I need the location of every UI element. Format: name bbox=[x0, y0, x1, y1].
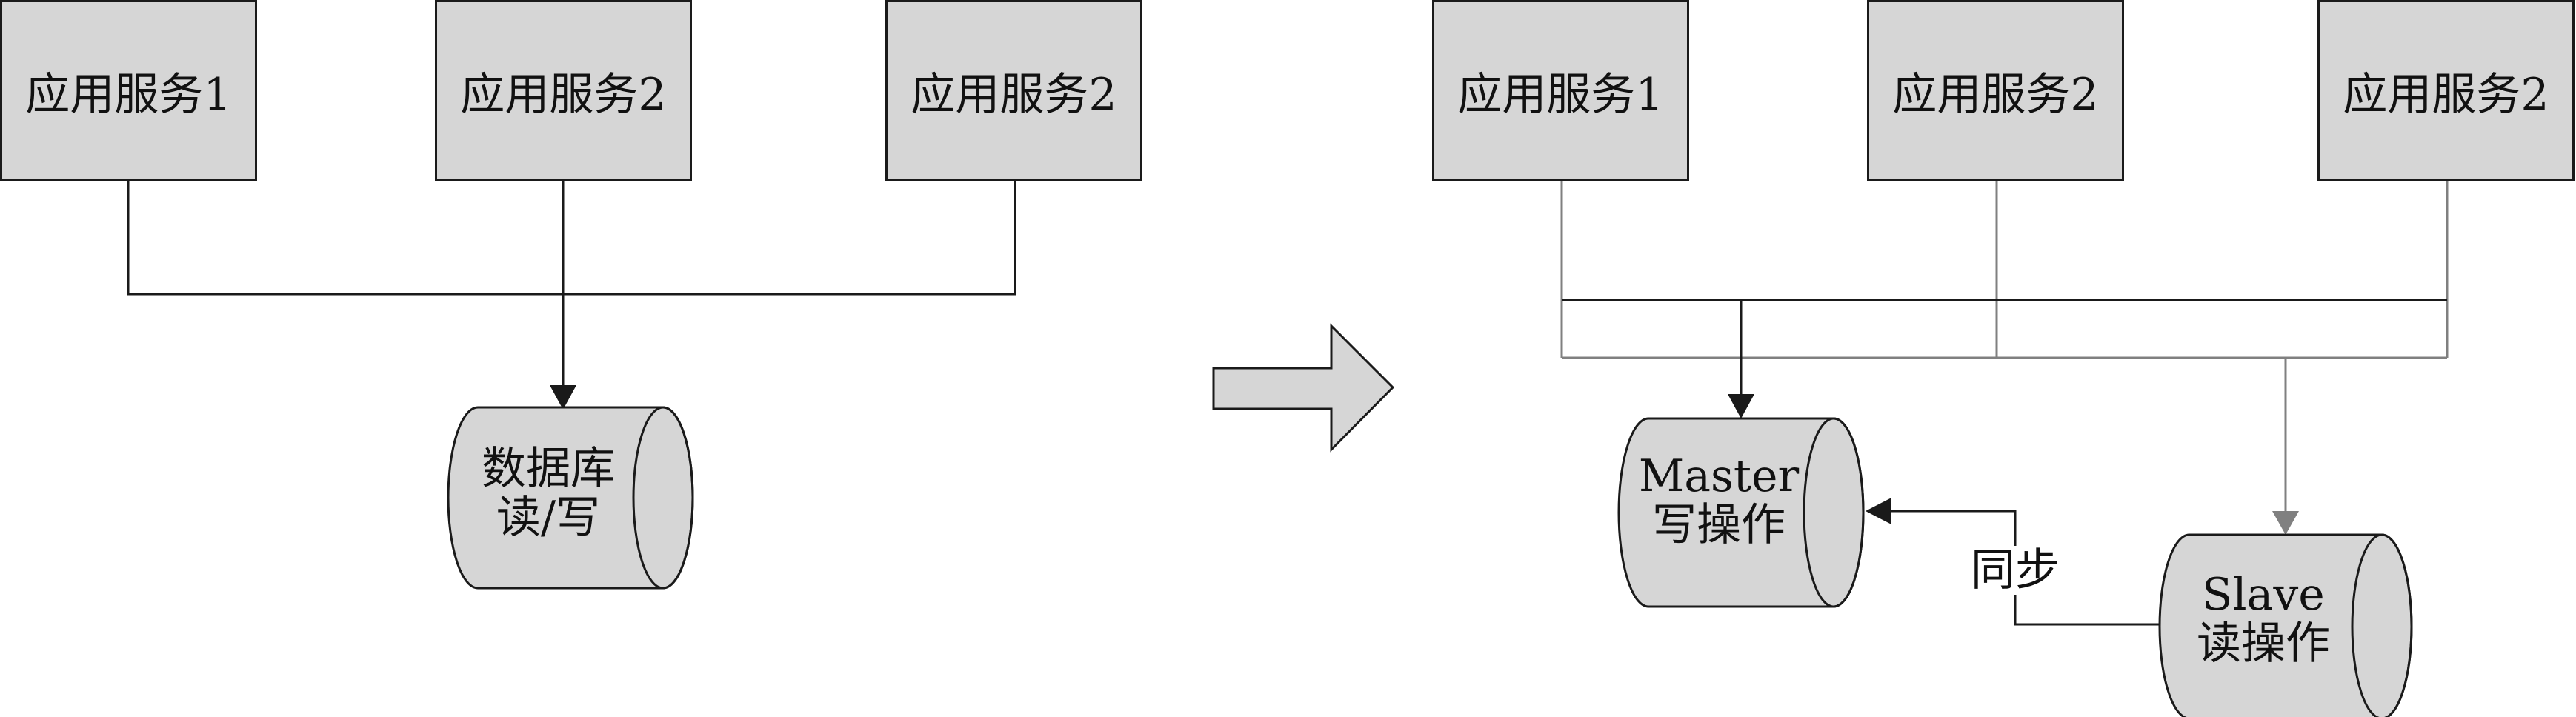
service-label: 应用服务2 bbox=[460, 69, 667, 121]
service-label: 应用服务1 bbox=[1457, 69, 1664, 121]
right-arrow-icon bbox=[1212, 323, 1395, 453]
service-box-2: 应用服务2 bbox=[435, 0, 692, 181]
database-label-line1: 数据库 bbox=[482, 443, 615, 495]
slave-label-line1: Slave bbox=[2202, 569, 2325, 621]
database-cylinder bbox=[447, 406, 694, 590]
master-label-line1: Master bbox=[1638, 450, 1800, 502]
service-box-1: 应用服务1 bbox=[1432, 0, 1689, 181]
slave-cylinder bbox=[2158, 533, 2413, 717]
service-label: 应用服务2 bbox=[1892, 69, 2099, 121]
slave-label: Slave 读操作 bbox=[2174, 570, 2352, 668]
write-connectors bbox=[1562, 299, 2447, 418]
service-box-3: 应用服务2 bbox=[885, 0, 1142, 181]
service-box-1: 应用服务1 bbox=[0, 0, 257, 181]
service-label: 应用服务2 bbox=[2343, 69, 2549, 121]
service-label: 应用服务1 bbox=[25, 69, 232, 121]
service-label: 应用服务2 bbox=[911, 69, 1117, 121]
sync-label: 同步 bbox=[1967, 546, 2063, 595]
database-label: 数据库 读/写 bbox=[459, 444, 637, 542]
slave-label-line2: 读操作 bbox=[2197, 618, 2330, 670]
master-label: Master 写操作 bbox=[1630, 452, 1808, 550]
read-connectors bbox=[1560, 181, 2449, 535]
master-cylinder bbox=[1617, 417, 1865, 608]
database-label-line2: 读/写 bbox=[496, 492, 601, 544]
before-connectors bbox=[127, 181, 1016, 410]
service-box-2: 应用服务2 bbox=[1867, 0, 2124, 181]
service-box-3: 应用服务2 bbox=[2317, 0, 2575, 181]
master-label-line2: 写操作 bbox=[1652, 499, 1785, 551]
